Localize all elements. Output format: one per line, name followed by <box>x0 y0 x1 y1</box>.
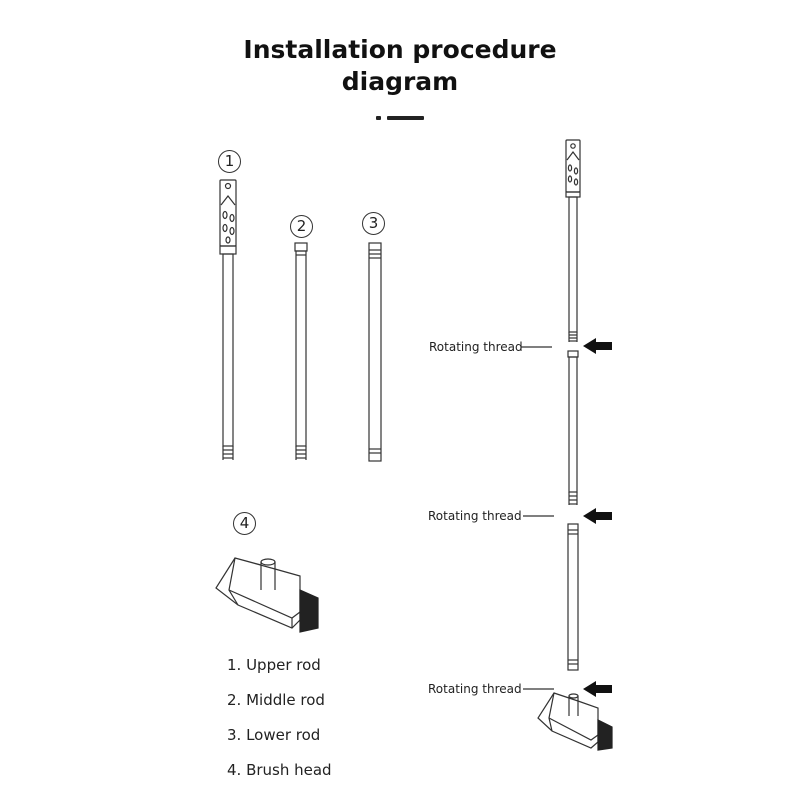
divider-bar <box>387 116 424 120</box>
brush-head-icon <box>215 557 301 629</box>
legend-item-lower-rod: 3. Lower rod <box>227 726 321 744</box>
legend-item-middle-rod: 2. Middle rod <box>227 691 325 709</box>
thread-label-1: Rotating thread <box>429 340 523 354</box>
arrow-left-icon <box>583 338 612 354</box>
page-title: Installation procedure diagram <box>0 34 800 98</box>
brush-bristles <box>299 589 319 633</box>
legend-item-upper-rod: 1. Upper rod <box>227 656 321 674</box>
title-line-2: diagram <box>341 67 459 96</box>
part-number-4: 4 <box>233 512 256 535</box>
legend-item-brush-head: 4. Brush head <box>227 761 332 779</box>
assembled-broom <box>537 139 599 749</box>
part-number-3: 3 <box>362 212 385 235</box>
thread-label-2: Rotating thread <box>428 509 522 523</box>
thread-label-3: Rotating thread <box>428 682 522 696</box>
title-line-1: Installation procedure <box>243 35 557 64</box>
middle-rod <box>294 242 308 460</box>
upper-rod <box>219 179 237 460</box>
part-number-2: 2 <box>290 215 313 238</box>
arrow-left-icon <box>583 508 612 524</box>
lower-rod <box>368 242 382 462</box>
assembled-brush-bristles <box>597 719 613 751</box>
title-divider <box>376 116 424 120</box>
arrow-left-icon <box>583 681 612 697</box>
part-number-1: 1 <box>218 150 241 173</box>
divider-dot <box>376 116 381 120</box>
